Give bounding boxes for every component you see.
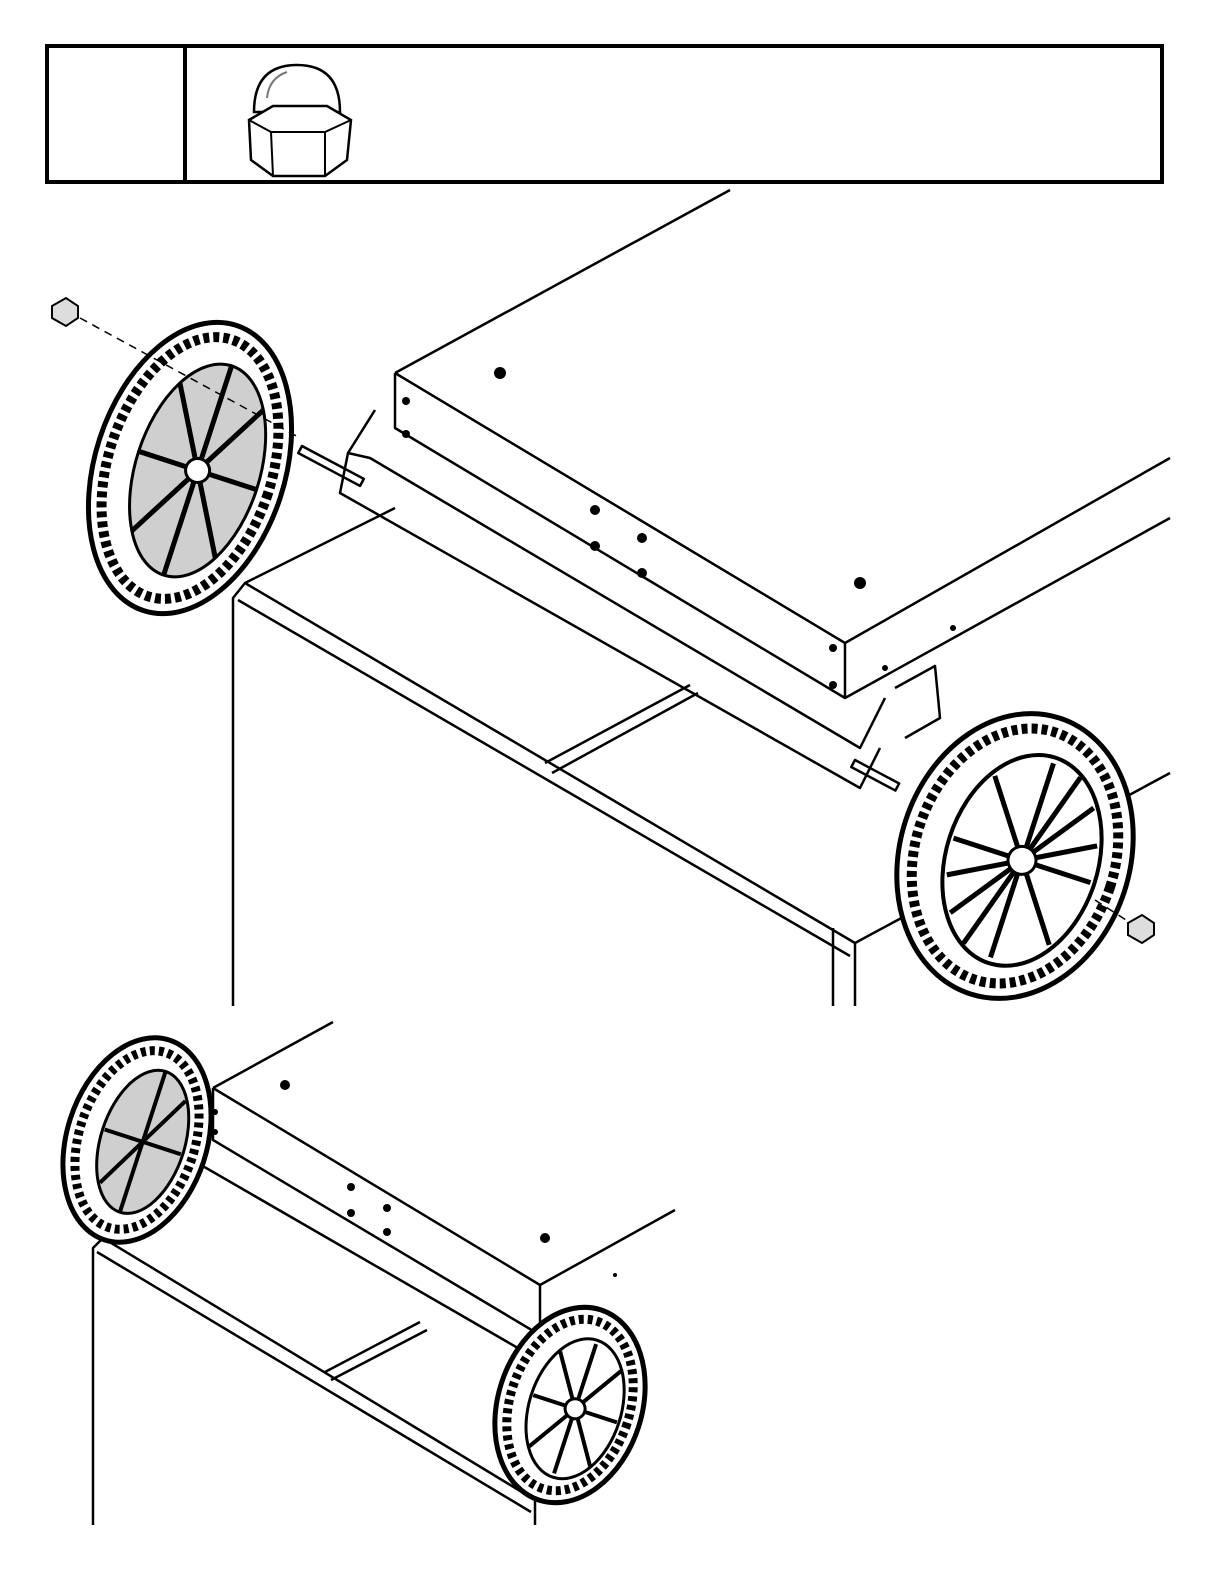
hardware-parts-box	[45, 44, 1164, 184]
exploded-view-drawing	[30, 188, 1180, 1008]
assembled-view-drawing	[55, 1020, 695, 1580]
assembled-view-figure	[55, 1020, 695, 1580]
axle	[298, 446, 899, 791]
exploded-view-figure	[30, 188, 1180, 1008]
wheel-left	[55, 1020, 236, 1261]
wheel-right	[471, 1288, 670, 1523]
wheel-left	[53, 296, 326, 640]
hardware-cell	[187, 48, 1160, 180]
step-number-cell	[49, 48, 187, 180]
wheel-right	[861, 683, 1169, 1008]
acorn-cap-nut-icon	[239, 60, 361, 180]
